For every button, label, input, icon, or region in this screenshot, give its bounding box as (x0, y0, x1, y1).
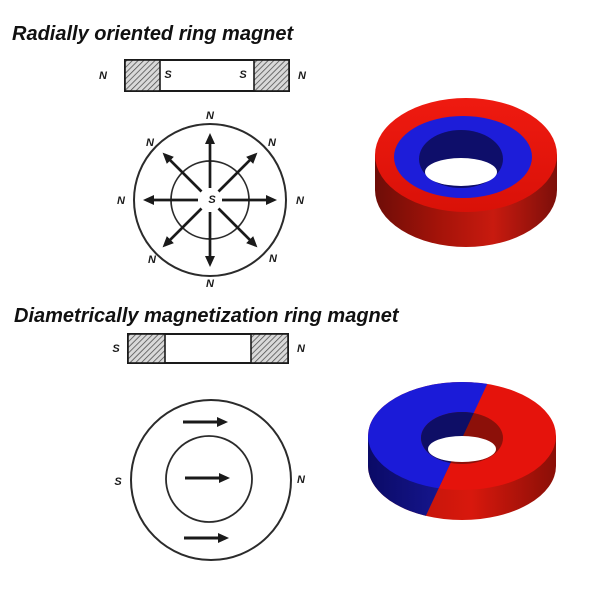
cross-section2-hatch-right (250, 333, 289, 364)
radial-arrow-northeast (217, 152, 258, 193)
pole-label-left: N (117, 195, 126, 207)
radial-ring-magnet-3d (375, 98, 557, 247)
radial-cross-section: N S S N (99, 59, 307, 92)
cross-section-label-inner-right: S (239, 69, 247, 81)
magnet2-hole-opening (428, 436, 496, 462)
outer-circle-2 (130, 399, 292, 561)
cross-section-hatch-left (124, 59, 161, 92)
pole-label-bottom-left: N (148, 254, 157, 266)
section-radial: Radially oriented ring magnet N S S N (12, 23, 557, 290)
cross-section-label-outer-right: N (298, 70, 307, 82)
cross-section2-hatch-left (127, 333, 166, 364)
pole-label-top-right: N (268, 137, 277, 149)
section-diametric: Diametrically magnetization ring magnet … (14, 305, 556, 561)
diametric-cross-section: S N (112, 333, 306, 364)
pole-label-right: N (296, 195, 305, 207)
outer-circle (133, 123, 287, 277)
cross-section2-label-right: N (297, 343, 306, 355)
cross-section2-label-left: S (112, 343, 120, 355)
diagram2-label-right: N (297, 474, 306, 486)
radial-arrow-northwest (162, 152, 203, 193)
pole-label-top-left: N (146, 137, 155, 149)
cross-section-hatch-right (253, 59, 290, 92)
radial-field-diagram: S N N N N N N N N (117, 110, 305, 290)
pole-label-top: N (206, 110, 215, 122)
cross-section-label-inner-left: S (164, 69, 172, 81)
section-radial-title: Radially oriented ring magnet (12, 23, 295, 45)
diametric-ring-magnet-3d (368, 382, 556, 520)
diagram2-label-left: S (114, 476, 122, 488)
diametric-field-diagram: S N (114, 399, 306, 561)
radial-arrow-southeast (217, 207, 258, 248)
section-diametric-title: Diametrically magnetization ring magnet (14, 305, 400, 327)
pole-label-bottom: N (206, 278, 215, 290)
inner-circle-2 (165, 435, 253, 523)
magnet1-hole-opening (425, 158, 497, 186)
radial-arrow-southwest (162, 207, 203, 248)
pole-label-bottom-right: N (269, 253, 278, 265)
cross-section-label-outer-left: N (99, 70, 108, 82)
center-pole-label: S (208, 194, 216, 206)
